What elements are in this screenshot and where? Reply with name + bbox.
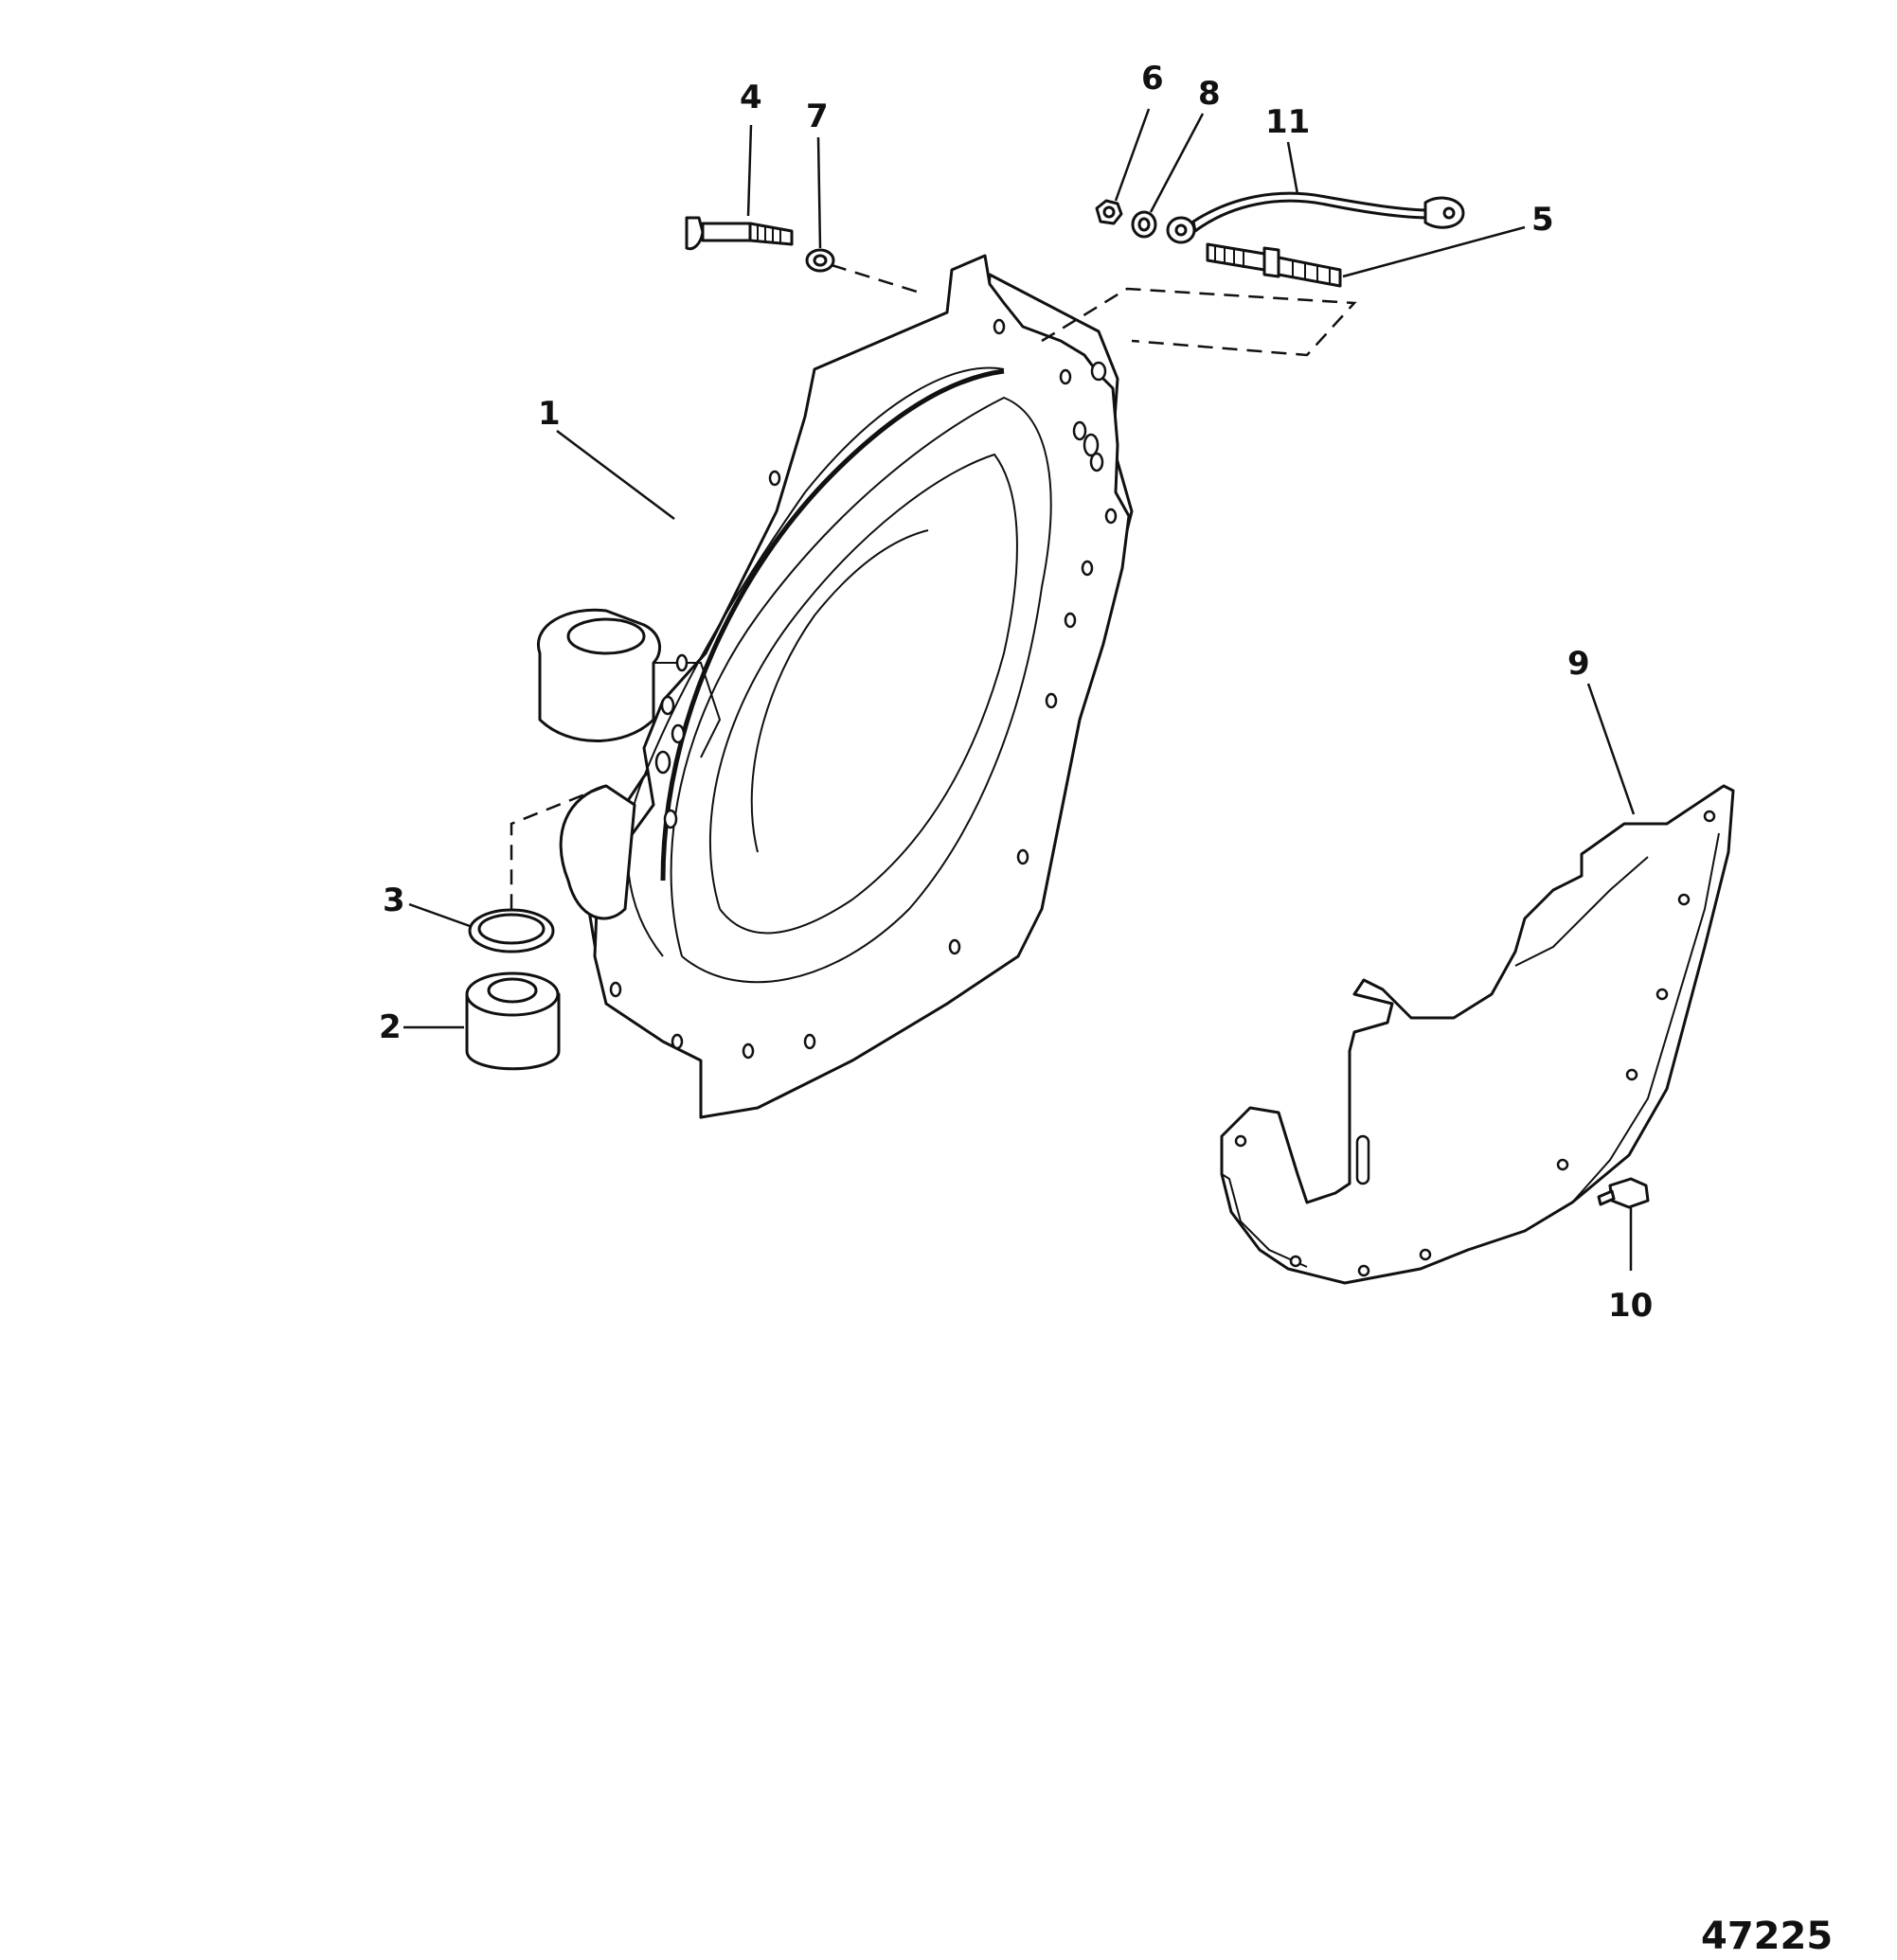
callout-2: 2 [379,1008,402,1046]
figure-number: 47225 [1701,1915,1833,1958]
callout-10: 10 [1608,1287,1653,1325]
housing-bolt-holes [609,318,1118,1060]
ground-strap-part-11 [1166,191,1465,244]
callout-11: 11 [1265,103,1310,141]
screw-part-10 [1597,1177,1650,1209]
bushing-part-2 [465,971,561,1071]
callout-8: 8 [1198,75,1221,113]
callout-6: 6 [1141,60,1164,98]
callout-labels: 1 2 3 4 5 6 7 8 9 10 11 47225 [379,60,1833,1958]
washer-part-7 [805,248,835,273]
callout-3: 3 [383,882,405,919]
callout-5: 5 [1531,201,1554,239]
callout-1: 1 [538,395,561,433]
cover-plate-part-9 [1220,784,1735,1285]
assembly-dashed-lines [510,263,1357,909]
nut-part-6 [1095,199,1123,225]
stud-part-5 [1206,242,1342,288]
callout-7: 7 [806,98,829,135]
callout-4: 4 [740,79,762,116]
bolt-part-4 [685,216,794,251]
leader-lines [403,108,1636,1271]
callout-9: 9 [1567,645,1590,683]
o-ring-part-3 [468,908,555,953]
lockwasher-part-8 [1131,210,1157,239]
flywheel-housing [536,254,1134,1119]
